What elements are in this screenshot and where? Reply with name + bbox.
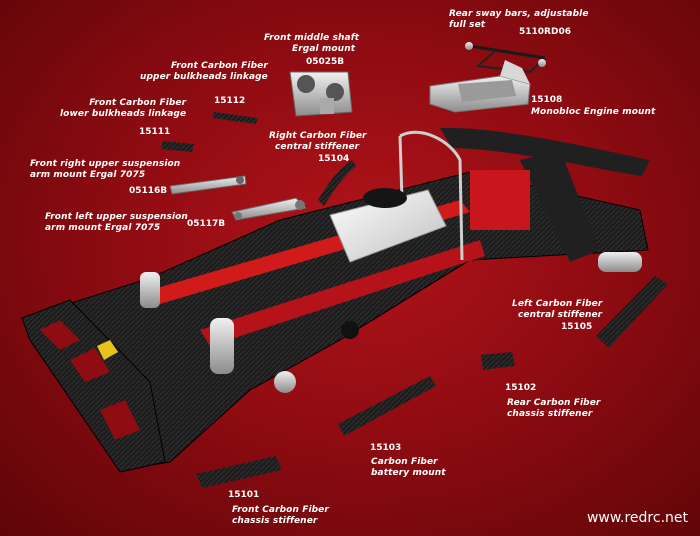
engine-mount-code: 15108 <box>531 95 563 105</box>
rear-stiffener-part <box>481 352 515 370</box>
left-arm-mount-part <box>231 197 308 221</box>
left-stiffener-code: 15105 <box>561 322 593 332</box>
rear-sway-code: 5110RD06 <box>519 27 571 37</box>
middle-shaft-mount-part <box>289 71 353 117</box>
lower-linkage-part <box>161 141 194 152</box>
rear-stiffener-code: 15102 <box>505 383 537 393</box>
right-stiffener-code: 15104 <box>318 154 350 164</box>
right-stiffener-part <box>318 160 356 206</box>
battery-mount-part <box>338 376 436 436</box>
lower-linkage-code: 15111 <box>139 127 171 137</box>
middle-shaft-code: 05025B <box>306 57 345 67</box>
front-stiffener-part <box>196 456 282 488</box>
fuel-tank <box>329 188 447 263</box>
left-arm-mount-code: 05117B <box>187 219 226 229</box>
engine-mount-part <box>429 60 531 113</box>
left-stiffener-part <box>596 276 668 348</box>
rear-sway-bar-part <box>465 42 546 74</box>
battery-mount-code: 15103 <box>370 443 402 453</box>
front-stiffener-code: 15101 <box>228 490 260 500</box>
upper-linkage-code: 15112 <box>214 96 246 106</box>
engine-mount-label: Monobloc Engine mount <box>531 107 656 117</box>
right-arm-mount-code: 05116B <box>129 186 168 196</box>
watermark: www.redrc.net <box>586 510 688 526</box>
upper-linkage-part <box>212 112 258 124</box>
right-arm-mount-part <box>169 175 247 195</box>
